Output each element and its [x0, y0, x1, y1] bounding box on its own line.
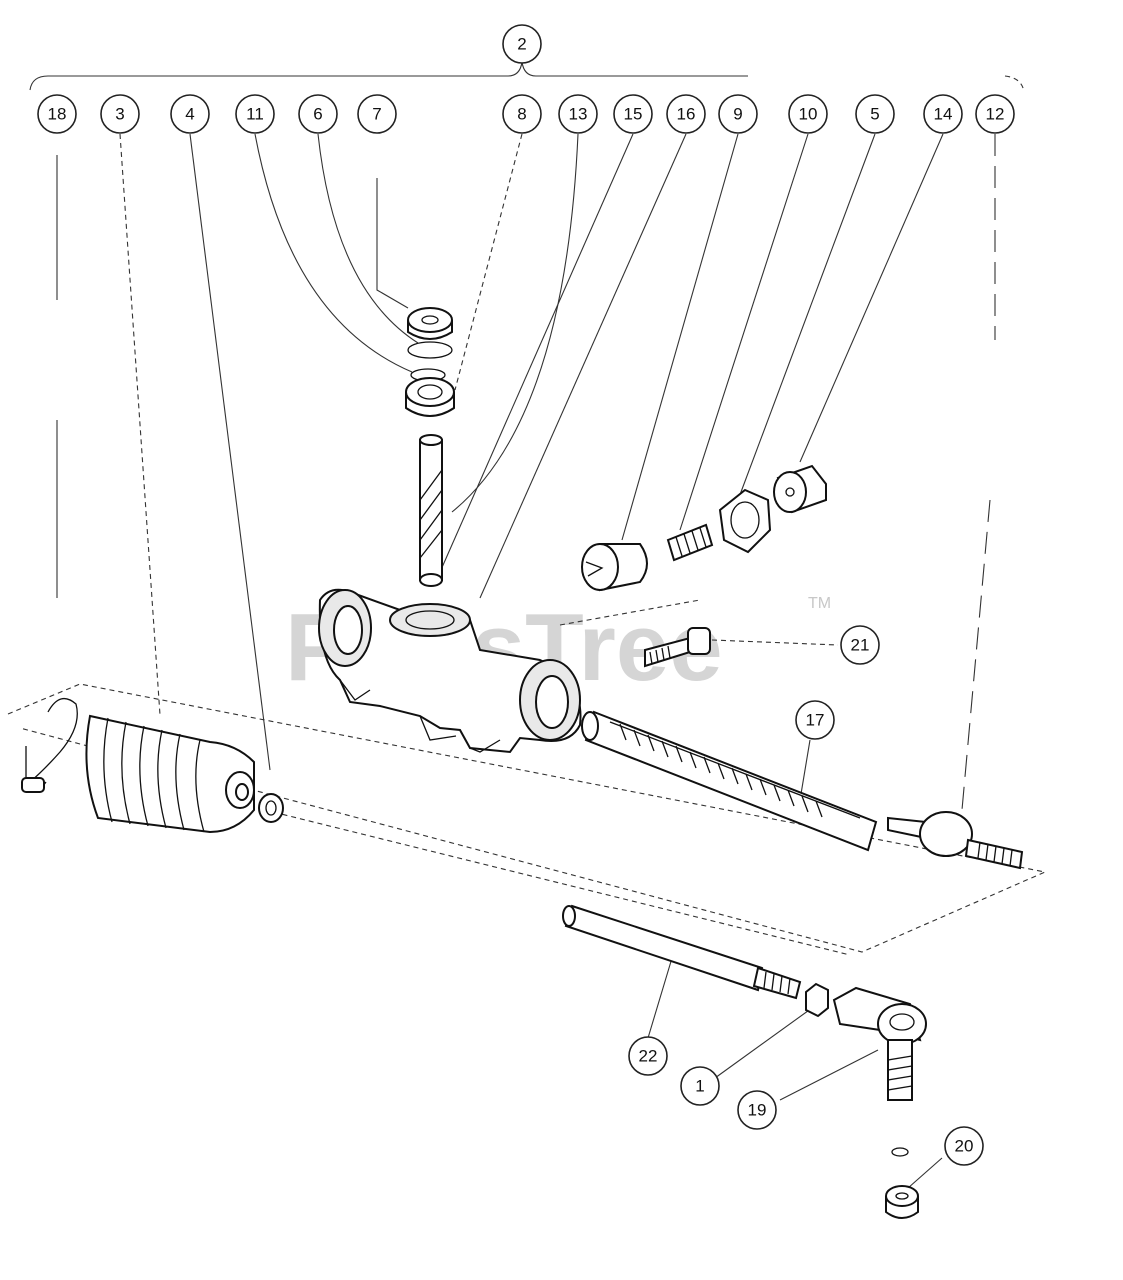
callout-20: 20 — [944, 1126, 984, 1166]
svg-text:16: 16 — [677, 105, 696, 124]
watermark-trademark: TM — [808, 595, 831, 612]
part-clamp — [21, 697, 78, 793]
callout-1: 1 — [680, 1066, 720, 1106]
callout-7: 7 — [357, 94, 397, 134]
svg-text:15: 15 — [624, 105, 643, 124]
part-small-nut — [258, 793, 284, 823]
callout-10: 10 — [788, 94, 828, 134]
svg-text:21: 21 — [851, 636, 870, 655]
callout-8: 8 — [502, 94, 542, 134]
part-castle-nut — [885, 1147, 919, 1219]
svg-text:12: 12 — [986, 105, 1005, 124]
svg-text:13: 13 — [569, 105, 588, 124]
part-tie-rod-end — [832, 986, 927, 1101]
callout-19: 19 — [737, 1090, 777, 1130]
leader-lines — [56, 133, 996, 1189]
assembly-axes — [7, 599, 1047, 956]
part-tie-rod — [562, 904, 802, 1000]
callout-16: 16 — [666, 94, 706, 134]
part-rack-yoke — [581, 543, 648, 592]
svg-text:7: 7 — [372, 105, 381, 124]
part-spring — [666, 523, 714, 562]
svg-text:11: 11 — [246, 105, 264, 124]
part-adjusting-plug — [773, 464, 827, 514]
svg-text:18: 18 — [48, 105, 67, 124]
svg-text:10: 10 — [799, 105, 818, 124]
callout-18: 18 — [37, 94, 77, 134]
svg-text:17: 17 — [806, 711, 825, 730]
svg-text:20: 20 — [955, 1137, 974, 1156]
svg-text:14: 14 — [934, 105, 953, 124]
part-pinion-stack — [405, 307, 455, 587]
svg-text:6: 6 — [313, 105, 322, 124]
svg-text:5: 5 — [870, 105, 879, 124]
svg-text:19: 19 — [748, 1101, 767, 1120]
callout-13: 13 — [558, 94, 598, 134]
group-bracket — [29, 61, 1025, 93]
callout-17: 17 — [795, 700, 835, 740]
part-rack-gear — [581, 710, 878, 852]
svg-text:22: 22 — [639, 1047, 658, 1066]
svg-text:1: 1 — [695, 1077, 704, 1096]
callout-6: 6 — [298, 94, 338, 134]
callout-22: 22 — [628, 1036, 668, 1076]
svg-text:2: 2 — [517, 35, 526, 54]
callout-9: 9 — [718, 94, 758, 134]
callout-4: 4 — [170, 94, 210, 134]
part-jam-nut — [805, 982, 829, 1018]
callout-15: 15 — [613, 94, 653, 134]
part-rack-housing — [318, 588, 582, 754]
callout-21: 21 — [840, 625, 880, 665]
part-inner-tie-rod — [887, 811, 1024, 870]
part-boot — [85, 714, 255, 834]
svg-text:8: 8 — [517, 105, 526, 124]
callout-14: 14 — [923, 94, 963, 134]
svg-text:3: 3 — [115, 105, 124, 124]
svg-text:9: 9 — [733, 105, 742, 124]
part-lock-nut — [718, 488, 772, 554]
callout-12: 12 — [975, 94, 1015, 134]
callout-3: 3 — [100, 94, 140, 134]
callout-5: 5 — [855, 94, 895, 134]
callout-11: 11 — [235, 94, 275, 134]
svg-text:4: 4 — [185, 105, 194, 124]
part-bolt — [644, 627, 711, 668]
callout-2: 2 — [502, 24, 542, 64]
